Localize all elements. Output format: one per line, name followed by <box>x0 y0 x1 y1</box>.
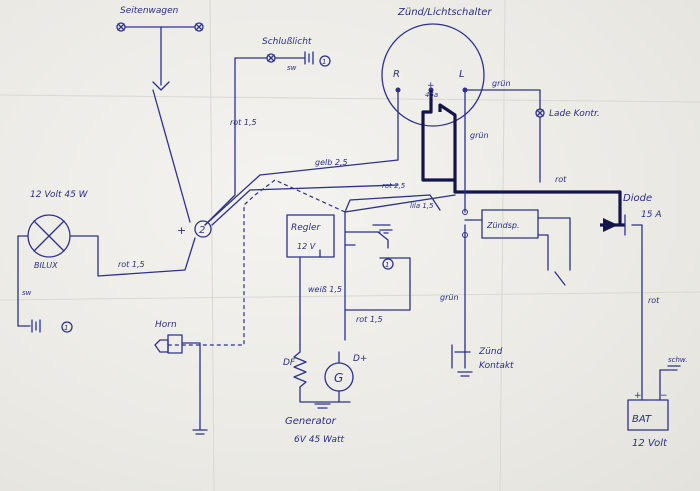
junction-num-label: 2 <box>199 225 205 236</box>
bat-minus-label: − <box>660 391 668 401</box>
ground-marker-regler: 1 <box>385 261 389 269</box>
bat-label: BAT <box>632 414 652 425</box>
gruen-zk-label: grün <box>440 293 459 302</box>
gruen-top-label: grün <box>492 79 511 88</box>
bat-plus-label: + <box>634 391 642 401</box>
rot-25-switch-label: rot 2,5 <box>382 182 406 190</box>
seitenwagen-label: Seitenwagen <box>120 6 179 16</box>
dplus-label: D+ <box>353 354 367 364</box>
zuendspule <box>464 209 571 286</box>
regler-volt-label: 12 V <box>297 242 316 251</box>
horn <box>154 179 346 435</box>
generator <box>293 344 354 409</box>
ladekontrolle-label: Lade Kontr. <box>549 109 600 119</box>
switch-l-label: L <box>459 69 465 80</box>
bilux-label: BILUX <box>34 261 58 270</box>
zuend-licht-schalter-label: Zünd/Lichtschalter <box>397 7 492 18</box>
df-label: DF <box>283 358 296 368</box>
zuend-kontakt <box>451 344 473 377</box>
lila-label: lila 1,5 <box>410 202 434 210</box>
zuend-licht-schalter <box>381 23 541 161</box>
rot-15-top-label: rot 1,5 <box>230 118 257 127</box>
ladekontrolle-lamp <box>535 108 545 183</box>
zuend-kontakt-1-label: Zünd <box>478 347 503 357</box>
diode-rating-label: 15 A <box>641 210 661 220</box>
schlusslicht <box>204 51 331 226</box>
gen-symbol-label: G <box>334 371 343 385</box>
rot-bat-label: rot <box>555 175 567 184</box>
junction-wires <box>204 159 456 226</box>
switch-plus-label: + <box>427 81 435 91</box>
bat-schw-label: schw. <box>668 356 687 364</box>
schlusslicht-label: Schlußlicht <box>262 37 312 47</box>
ground-marker-lamp: 1 <box>64 324 68 332</box>
junction-2 <box>194 220 212 238</box>
switch-r-label: R <box>393 69 400 80</box>
junction-plus-label: + <box>177 224 186 237</box>
rot-15-lamp-label: rot 1,5 <box>118 260 145 269</box>
diode-label: Diode <box>623 193 652 204</box>
gruen-mid-label: grün <box>470 131 489 140</box>
diode <box>603 214 643 401</box>
schluss-wire-label: sw <box>287 64 297 72</box>
bat-volt-label: 12 Volt <box>632 438 668 449</box>
zuend-kontakt-2-label: Kontakt <box>479 361 514 371</box>
gelb-25-label: gelb 2,5 <box>315 158 348 167</box>
ground-marker-top: 1 <box>322 58 326 66</box>
zuendspule-label: Zündsp. <box>486 221 520 230</box>
bilux-lamp <box>17 214 196 333</box>
generator-label: Generator <box>285 416 337 427</box>
regler <box>286 211 411 346</box>
switch-45a-label: 45a <box>425 91 438 99</box>
seitenwagen-lamps <box>116 22 204 223</box>
weiss-label: weiß 1,5 <box>308 285 342 294</box>
lamp-rating-label: 12 Volt 45 W <box>30 190 89 200</box>
generator-rating-label: 6V 45 Watt <box>294 435 345 445</box>
rot-15-gen-label: rot 1,5 <box>356 315 383 324</box>
rot-diode-label: rot <box>648 296 660 305</box>
battery <box>627 365 681 431</box>
horn-label: Horn <box>155 320 177 330</box>
regler-label: Regler <box>291 223 322 233</box>
gruen-wires <box>462 89 468 346</box>
lamp-sw-label: sw <box>22 289 32 297</box>
